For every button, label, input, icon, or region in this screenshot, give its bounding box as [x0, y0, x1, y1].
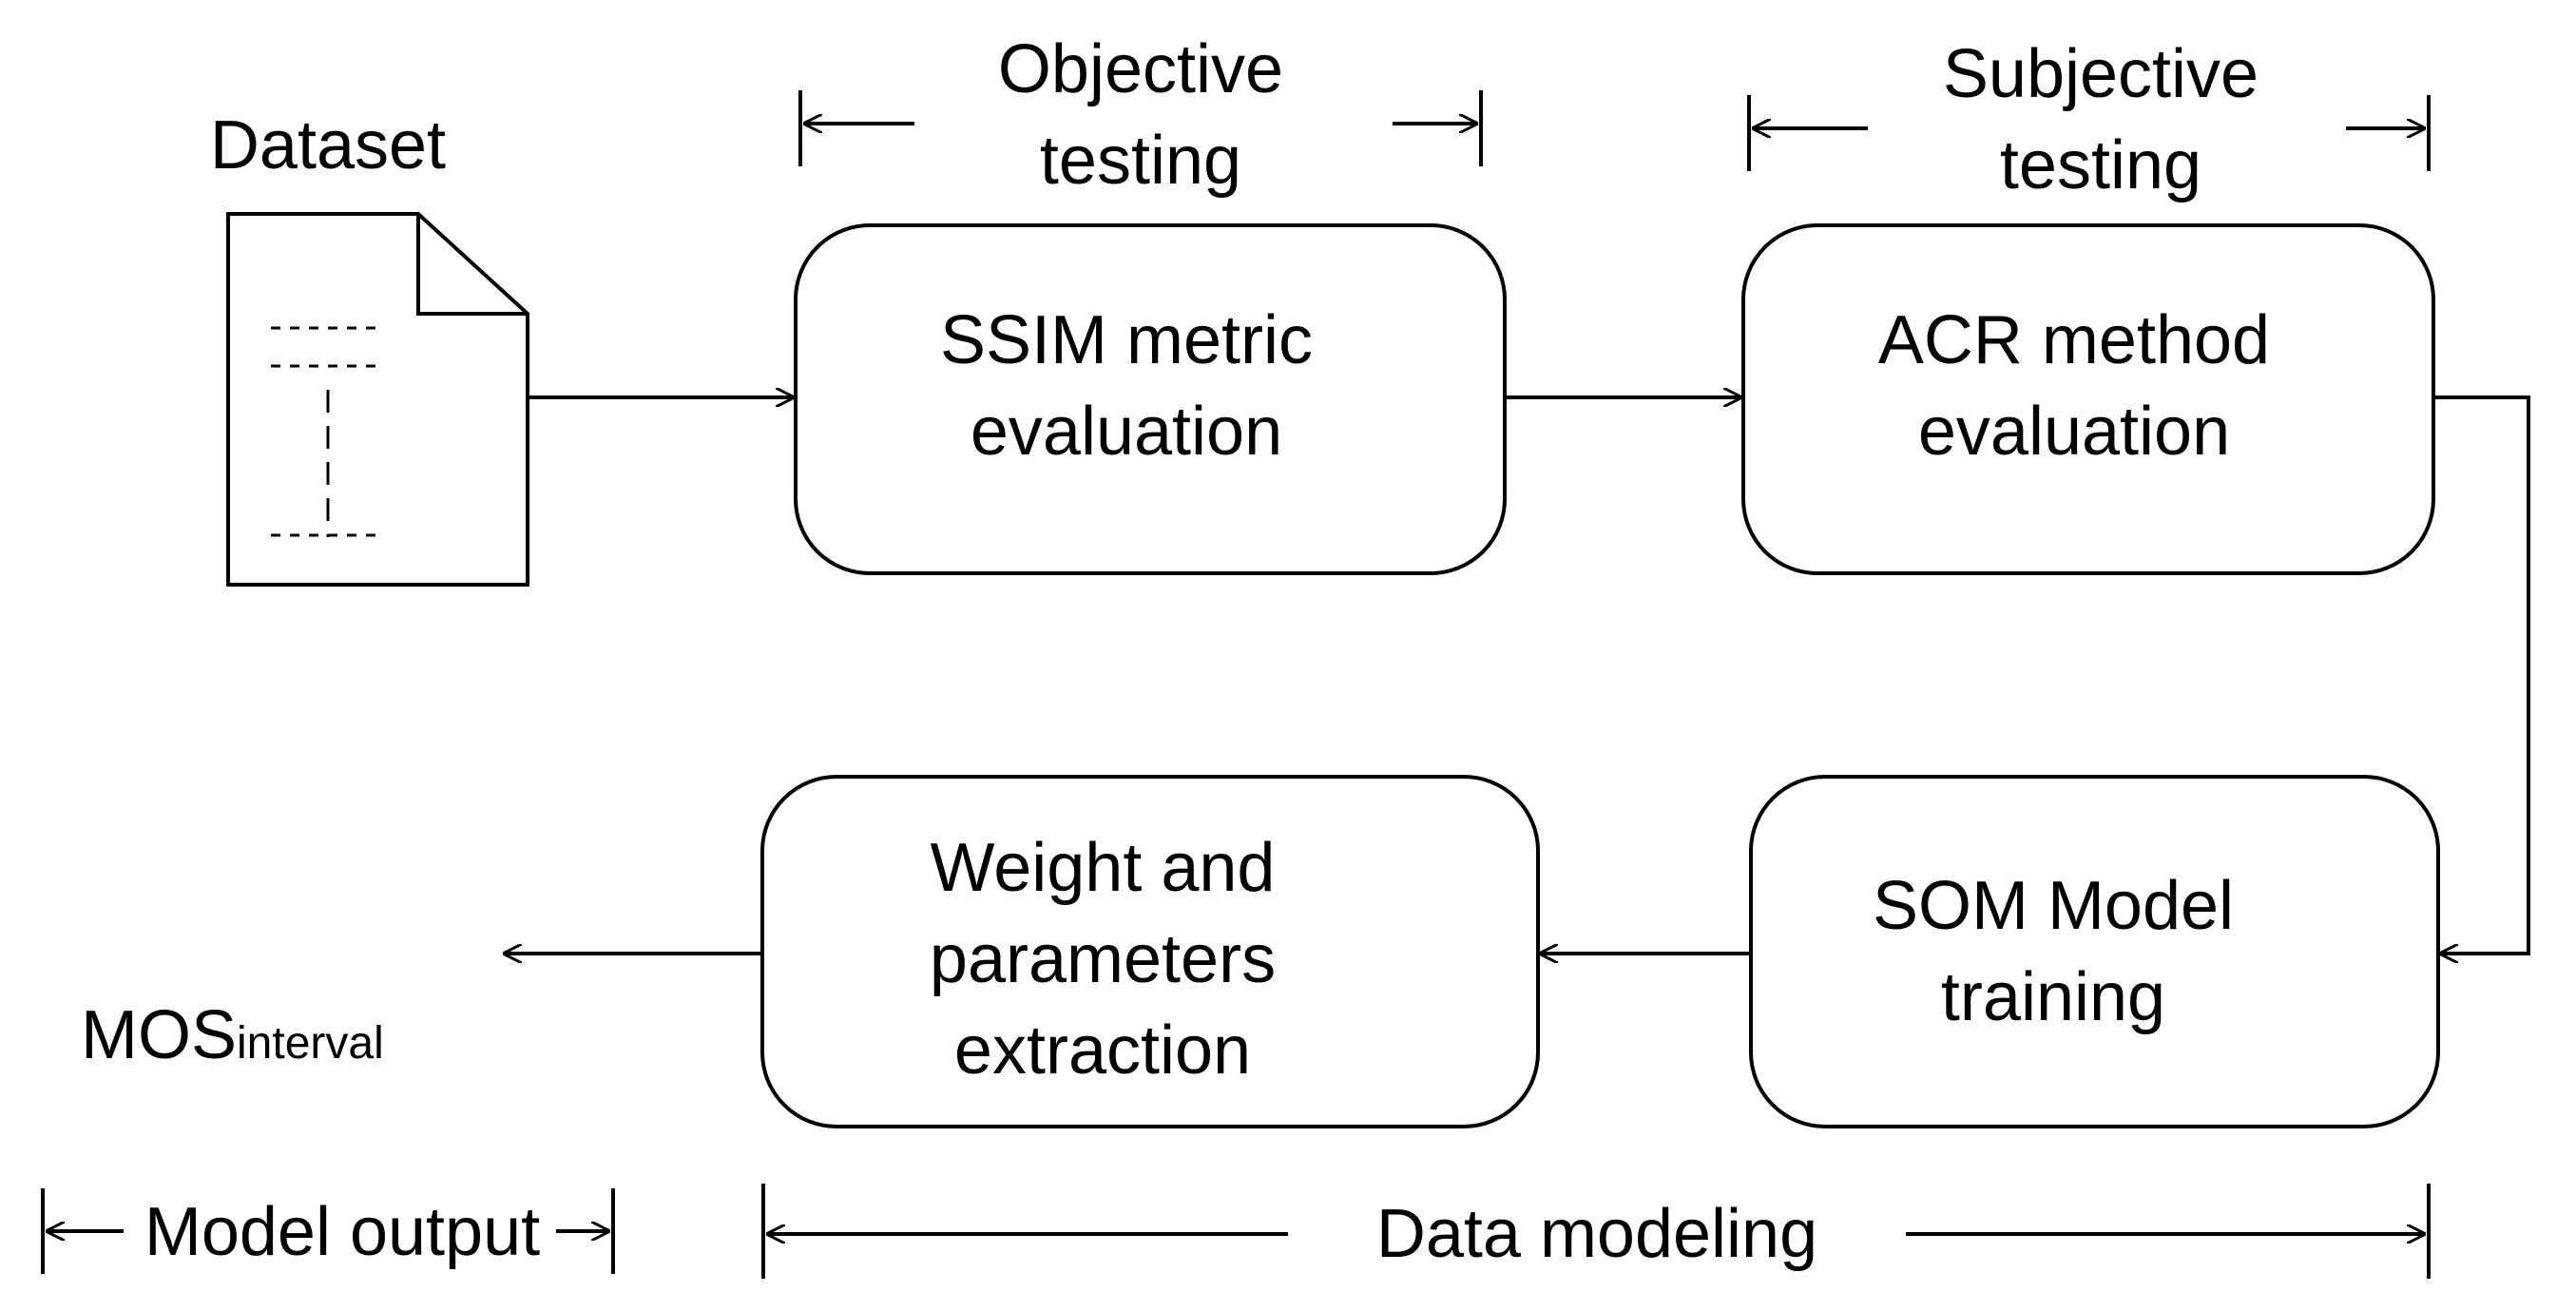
weight-extraction-label: Weight and parameters extraction	[929, 830, 1277, 1089]
mos-main-text: MOS	[81, 997, 238, 1073]
acr-evaluation-label: ACR method evaluation	[1877, 302, 2271, 470]
model-output-span-marker	[41, 1188, 615, 1274]
data-modeling-label: Data modeling	[1375, 1196, 1818, 1272]
objective-span-marker	[798, 90, 1483, 166]
som-training-label: SOM Model training	[1872, 868, 2235, 1035]
ssim-evaluation-label: SSIM metric evaluation	[939, 302, 1314, 470]
mos-interval-output: MOSinterval	[81, 898, 480, 1089]
dataset-label: Dataset	[209, 107, 447, 183]
weight-extraction-box	[760, 775, 1540, 1128]
arrow-acr-to-som	[2435, 395, 2530, 954]
document-icon	[226, 212, 529, 587]
som-training-box	[1749, 775, 2440, 1128]
objective-testing-label: Objective testing	[997, 31, 1284, 199]
model-output-label: Model output	[144, 1194, 541, 1270]
data-modeling-span-marker	[761, 1184, 2431, 1279]
subjective-testing-label: Subjective testing	[1942, 36, 2259, 203]
ssim-evaluation-box	[794, 223, 1507, 575]
subjective-span-marker	[1747, 95, 2431, 171]
acr-evaluation-box	[1741, 223, 2435, 575]
mos-subscript-text: interval	[237, 1018, 384, 1069]
